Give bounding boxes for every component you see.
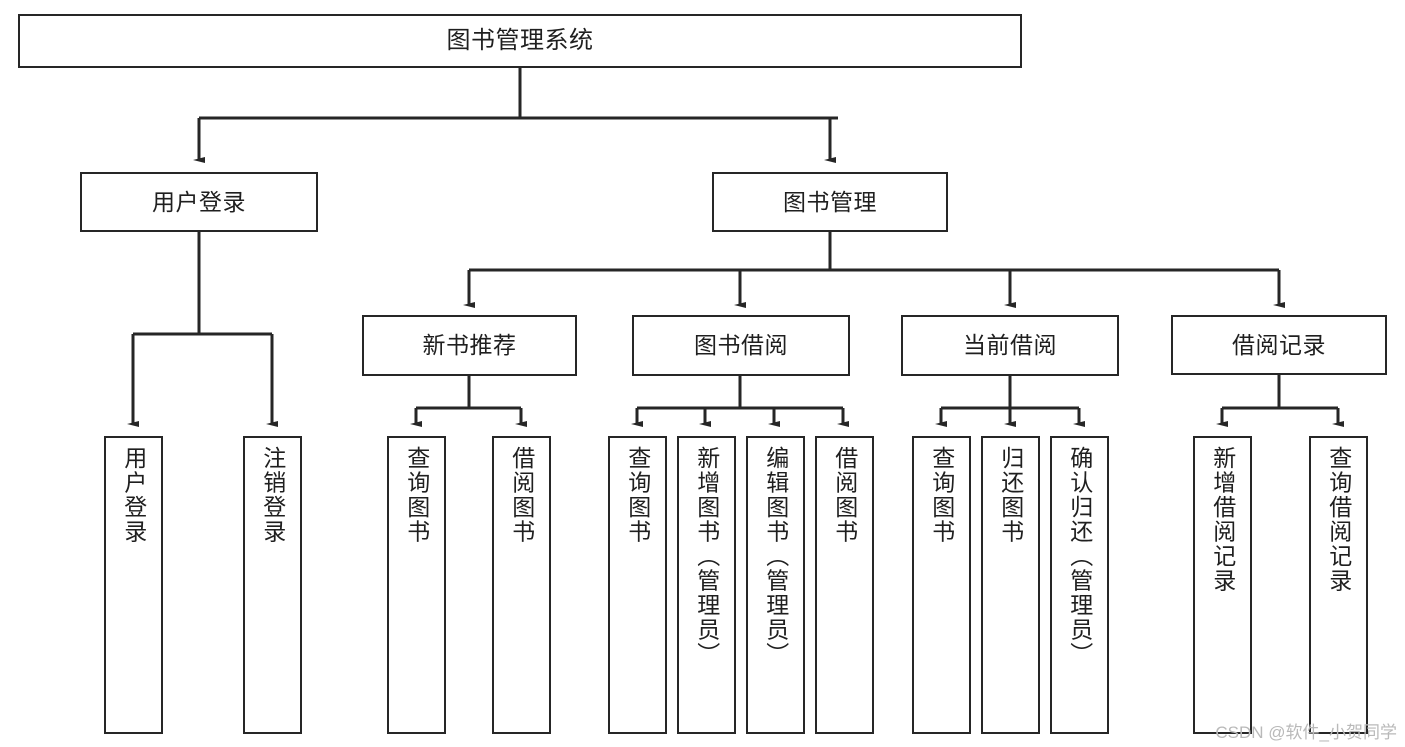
node-leaf-query-book-borrow[interactable]: 查询图书 [608,436,667,734]
node-leaf-logout[interactable]: 注销登录 [243,436,302,734]
node-label: 新增图书（管理员） [693,446,720,667]
node-label: 图书管理系统 [446,27,594,55]
node-leaf-edit-book[interactable]: 编辑图书（管理员） [746,436,805,734]
node-label: 用户登录 [152,188,246,215]
node-book-borrow[interactable]: 图书借阅 [632,315,850,376]
node-book-management[interactable]: 图书管理 [712,172,948,232]
node-label: 查询图书 [624,446,651,544]
node-label: 查询图书 [928,446,955,544]
node-new-book-recommend[interactable]: 新书推荐 [362,315,577,376]
node-label: 用户登录 [120,446,147,544]
node-leaf-confirm-return[interactable]: 确认归还（管理员） [1050,436,1109,734]
node-leaf-query-borrow-record[interactable]: 查询借阅记录 [1309,436,1368,734]
node-leaf-borrow-book-recommend[interactable]: 借阅图书 [492,436,551,734]
node-label: 编辑图书（管理员） [762,446,789,667]
node-user-login[interactable]: 用户登录 [80,172,318,232]
node-label: 查询借阅记录 [1325,446,1352,593]
node-label: 查询图书 [403,446,430,544]
node-leaf-borrow-book[interactable]: 借阅图书 [815,436,874,734]
node-leaf-add-book[interactable]: 新增图书（管理员） [677,436,736,734]
node-label: 借阅记录 [1232,331,1326,358]
node-label: 注销登录 [259,446,286,544]
node-label: 图书借阅 [694,332,788,359]
node-label: 借阅图书 [508,446,535,544]
node-label: 归还图书 [997,446,1024,544]
node-root-system[interactable]: 图书管理系统 [18,14,1022,68]
node-leaf-query-book-recommend[interactable]: 查询图书 [387,436,446,734]
node-label: 图书管理 [783,188,877,215]
node-leaf-return-book[interactable]: 归还图书 [981,436,1040,734]
node-leaf-add-borrow-record[interactable]: 新增借阅记录 [1193,436,1252,734]
node-label: 确认归还（管理员） [1066,446,1093,667]
node-label: 当前借阅 [963,332,1057,359]
node-label: 借阅图书 [831,446,858,544]
node-leaf-user-login[interactable]: 用户登录 [104,436,163,734]
node-leaf-query-book-current[interactable]: 查询图书 [912,436,971,734]
node-borrow-record[interactable]: 借阅记录 [1171,315,1387,375]
node-label: 新增借阅记录 [1209,446,1236,593]
node-label: 新书推荐 [422,332,517,359]
node-current-borrow[interactable]: 当前借阅 [901,315,1119,376]
csdn-watermark: CSDN @软件_小贺同学 [1215,723,1397,742]
